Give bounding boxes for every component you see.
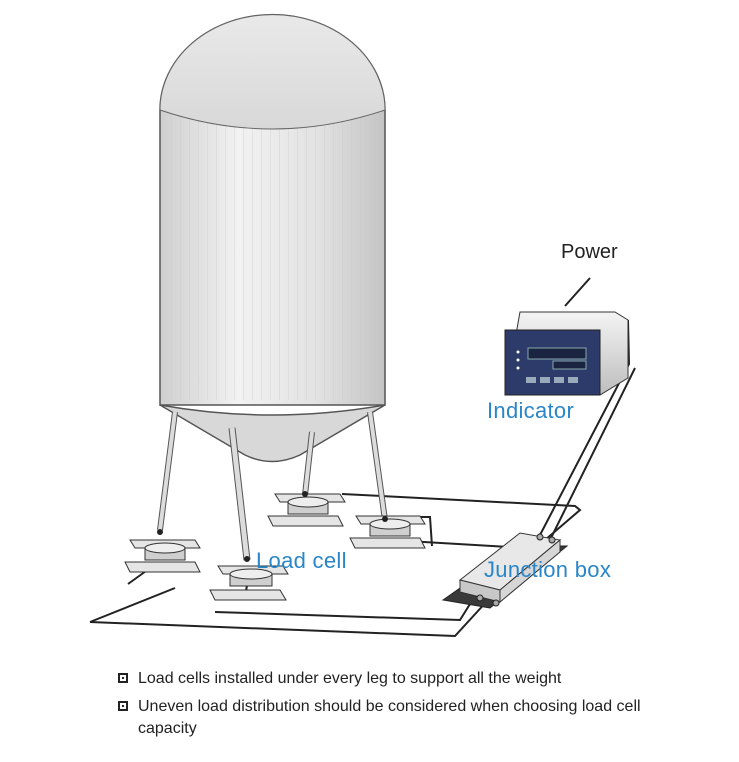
load-cell-4	[349, 515, 426, 549]
load-cell-label: Load cell	[256, 548, 347, 573]
indicator-device-icon	[504, 311, 629, 396]
silo-tank-icon	[157, 13, 388, 561]
junction-box-label: Junction box	[484, 557, 612, 582]
note-bullet-icon	[118, 673, 128, 683]
note-item: Uneven load distribution should be consi…	[118, 696, 678, 740]
power-label: Power	[561, 241, 618, 263]
note-bullet-icon	[118, 701, 128, 711]
load-cell-2	[209, 556, 289, 601]
notes-list: Load cells installed under every leg to …	[118, 668, 678, 746]
note-item: Load cells installed under every leg to …	[118, 668, 678, 690]
note-text: Load cells installed under every leg to …	[138, 670, 562, 687]
junction-box-icon	[441, 532, 569, 609]
load-cell-1	[124, 529, 201, 573]
load-cell-3	[267, 491, 346, 527]
indicator-label: Indicator	[487, 398, 575, 423]
note-text: Uneven load distribution should be consi…	[138, 698, 641, 737]
